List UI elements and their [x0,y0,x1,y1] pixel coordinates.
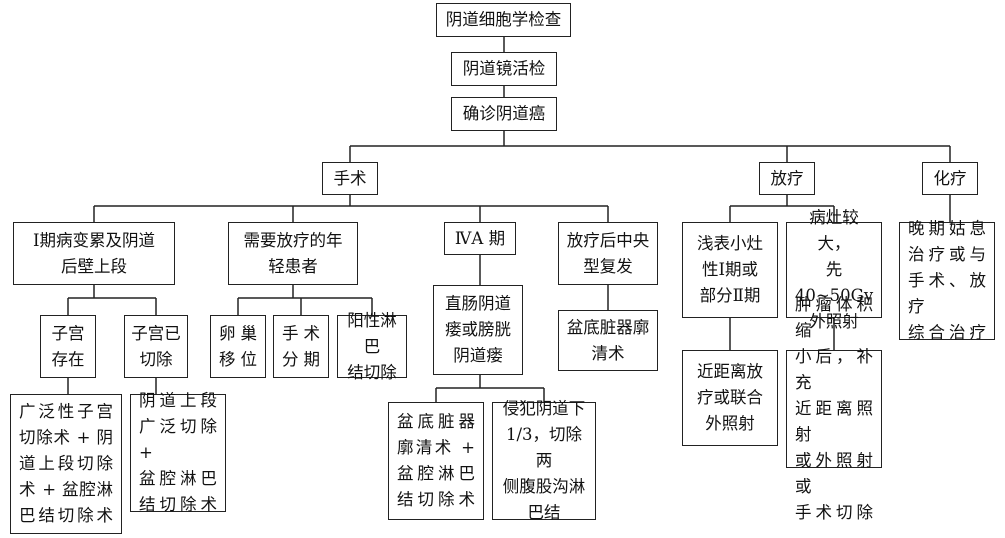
node-ovary-transposition-label: 卵巢 移位 [219,323,257,369]
node-exenteration-lymphadenectomy: 盆底脏器 廓清术 + 盆腔淋巴 结切除术 [388,402,484,520]
node-confirmed-diagnosis: 确诊阴道癌 [451,97,557,131]
node-young-patients: 需要放疗的年 轻患者 [228,222,358,285]
node-uterus-present: 子宫 存在 [40,315,96,378]
node-upper-vaginectomy-label: 阴道上段 广泛切除 + 盆腔淋巴 结切除术 [139,391,217,514]
node-confirmed-diagnosis-label: 确诊阴道癌 [462,104,546,123]
node-brachytherapy-label: 近距离放 疗或联合 外照射 [697,362,763,433]
node-surgery: 手术 [322,162,378,195]
node-late-palliative-label: 晚期姑息 治疗或与 手术、放疗 综合治疗 [908,219,986,342]
node-fistula: 直肠阴道 瘘或膀胱 阴道瘘 [433,285,523,375]
node-stage1-posterior-wall-label: Ⅰ期病变累及阴道 后壁上段 [32,230,156,276]
node-superficial-lesion-label: 浅表小灶 性Ⅰ期或 部分Ⅱ期 [697,234,763,305]
node-uterus-present-label: 子宫 存在 [51,323,85,369]
node-young-patients-label: 需要放疗的年 轻患者 [243,230,343,276]
node-radiotherapy: 放疗 [759,162,815,195]
node-exenteration-lymphadenectomy-label: 盆底脏器 廓清术 + 盆腔淋巴 结切除术 [397,412,475,509]
node-chemotherapy-label: 化疗 [933,168,967,188]
node-brachytherapy: 近距离放 疗或联合 外照射 [682,350,778,446]
node-uterus-removed-label: 子宫已 切除 [131,323,181,369]
node-stage1-posterior-wall: Ⅰ期病变累及阴道 后壁上段 [13,222,175,285]
node-surgical-staging: 手术 分期 [273,315,329,378]
node-upper-vaginectomy: 阴道上段 广泛切除 + 盆腔淋巴 结切除术 [130,391,226,514]
node-ovary-transposition: 卵巢 移位 [210,315,266,378]
node-colposcopy-biopsy-label: 阴道镜活检 [462,59,546,78]
node-pelvic-exenteration: 盆底脏器廓 清术 [558,310,658,371]
node-surgical-staging-label: 手术 分期 [282,323,320,369]
node-surgery-label: 手术 [333,168,367,188]
node-pelvic-exenteration-label: 盆底脏器廓 清术 [566,317,650,363]
node-uterus-removed: 子宫已 切除 [124,315,188,378]
node-vaginal-cytology-label: 阴道细胞学检查 [445,10,562,29]
node-radical-hysterectomy-label: 广泛性子宫 切除术 + 阴 道上段切除 术 + 盆腔淋 巴结切除术 [19,402,113,525]
node-colposcopy-biopsy: 阴道镜活检 [451,52,557,86]
node-central-recurrence-label: 放疗后中央 型复发 [566,230,650,276]
node-after-shrinkage-label: 肿瘤体积缩 小后，补充 近距离照射 或外照射或 手术切除 [795,295,873,522]
node-stage-iva: ⅣA 期 [444,222,516,255]
node-central-recurrence: 放疗后中央 型复发 [558,222,658,285]
node-positive-node-resection: 阳性淋巴 结切除 [337,311,407,382]
node-lower-third-invasion: 侵犯阴道下 1/3，切除两 侧腹股沟淋 巴结 [492,399,596,522]
node-after-shrinkage: 肿瘤体积缩 小后，补充 近距离照射 或外照射或 手术切除 [786,295,882,522]
node-superficial-lesion: 浅表小灶 性Ⅰ期或 部分Ⅱ期 [682,222,778,318]
node-chemotherapy: 化疗 [922,162,978,195]
node-positive-node-resection-label: 阳性淋巴 结切除 [347,310,397,382]
node-lower-third-invasion-label: 侵犯阴道下 1/3，切除两 侧腹股沟淋 巴结 [502,399,586,522]
node-large-lesion-label: 病灶较大， 先 40~50Gy 外照射 [794,208,874,331]
node-radiotherapy-label: 放疗 [770,168,804,188]
node-large-lesion: 病灶较大， 先 40~50Gy 外照射 [786,208,882,331]
node-fistula-label: 直肠阴道 瘘或膀胱 阴道瘘 [445,294,511,365]
node-radical-hysterectomy: 广泛性子宫 切除术 + 阴 道上段切除 术 + 盆腔淋 巴结切除术 [10,394,122,534]
node-late-palliative: 晚期姑息 治疗或与 手术、放疗 综合治疗 [899,219,995,342]
node-stage-iva-label: ⅣA 期 [454,228,506,248]
node-vaginal-cytology: 阴道细胞学检查 [436,3,571,37]
